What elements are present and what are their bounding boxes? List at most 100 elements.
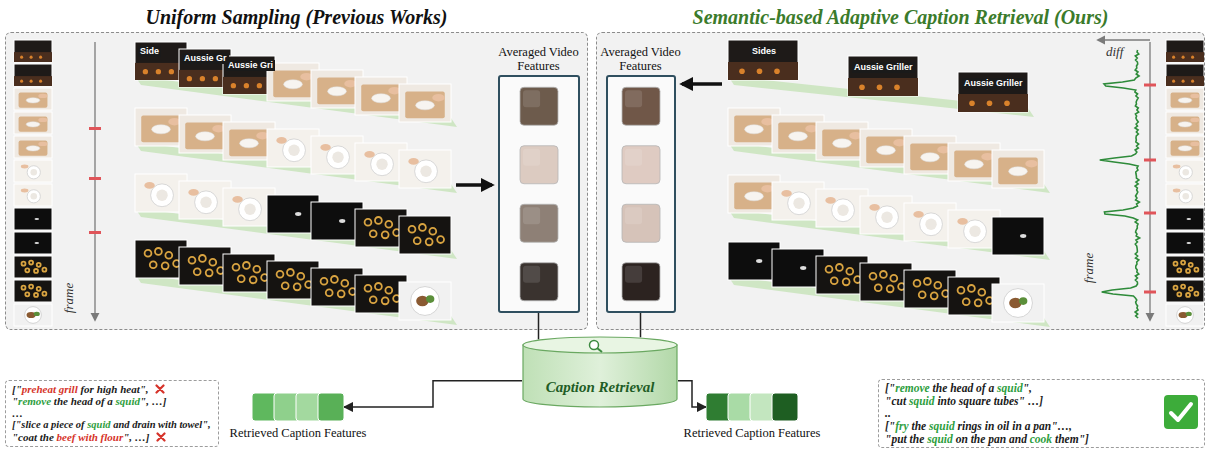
flow-arrow [682,82,722,86]
squid-ring [34,293,38,297]
frame-background [14,304,52,326]
plate [1177,307,1194,324]
hand [276,137,286,144]
squid-ring [206,269,213,276]
cutting-board [229,130,269,157]
video-frame [1166,160,1204,182]
video-frame [14,184,52,206]
squid [240,139,259,148]
bowl-content [1182,193,1189,200]
cylinder-shape [522,336,678,408]
caption-fragment: " [12,395,18,407]
squid-ring [365,219,372,226]
frame-background [14,88,52,110]
frame-background [14,40,52,62]
grill-glow [1004,100,1010,106]
database-label: Caption Retrieval [522,379,678,396]
squid [372,94,391,103]
squid-ring [1177,268,1181,272]
video-frame [1166,280,1204,302]
caption-fragment: "coat the [12,431,57,443]
cutting-board [1171,116,1200,131]
frame-strip [14,40,52,326]
squid-ring [914,280,921,287]
feature-box: Averaged Video Features [498,75,580,313]
cutting-board [19,92,48,107]
cutting-board [734,183,774,210]
caption-fragment: rings in oil in a pan"…, [955,420,1072,432]
grill-glow [969,100,975,106]
check-mark [1171,404,1191,420]
cutting-board [405,92,445,119]
feature-squares [608,77,674,311]
caption-fragment: squid [929,420,955,432]
caption-text: "coat the beef with flour", …] [12,431,150,443]
grill-glow [169,69,174,74]
squid-ring [1194,292,1198,296]
squid-ring [1181,261,1185,265]
frame-background [1166,208,1204,230]
frame-background [958,72,1028,112]
caption-text: ["preheat grill for high heat", [12,383,149,395]
caption-line: ["fry the squid rings in oil in a pan"…, [885,420,1152,433]
cutting-board [361,85,401,112]
caption-line: "coat the beef with flour", …] [12,431,211,443]
squid-ring [924,278,931,285]
caption-text: … [12,407,23,419]
sample-tick [1144,84,1156,87]
hand [38,142,47,146]
squid-ring [919,291,926,298]
cross-mark [157,433,164,440]
bowl [371,153,394,176]
squid-ring [978,289,985,296]
grill-glow [1191,80,1194,83]
feature-square [520,262,558,300]
caption-fragment: squid [116,395,140,407]
cutting-board [866,137,906,164]
hand [1190,118,1199,122]
frame-background [399,84,451,122]
squid-ring [931,292,938,299]
dark-detail [756,259,762,263]
video-frame [14,232,52,254]
caption-fragment: squid [927,433,953,445]
video-frame [399,84,451,122]
box-heading: Averaged Video Features [596,45,686,74]
bowl-content [793,198,804,209]
squid-ring [375,217,382,224]
grill-area [848,78,918,96]
caption-feature-card [772,393,798,421]
feature-square [622,145,660,183]
feature-square [520,204,558,242]
grill-area [958,94,1028,112]
diff-axis [1098,39,1150,40]
caption-fragment: [" [12,383,22,395]
greens [1019,297,1027,305]
caption-line: .. [885,407,1152,420]
squid-ring [145,250,152,257]
dark-detail [1020,234,1026,238]
grill-glow [213,76,218,81]
video-frame [14,208,52,230]
squid-ring [42,268,46,272]
feature-sheen [625,265,642,282]
feature-sheen [523,265,540,282]
squid [26,122,40,127]
grill-area [728,62,798,80]
squid-ring [1189,287,1193,291]
dashed-panel: Uniform Sampling (Previous Works)Average… [5,32,588,330]
bowl [1179,190,1192,203]
dark-detail [35,218,40,220]
squid-ring [37,263,41,267]
bowl [239,198,262,221]
squid-ring [975,299,982,306]
squid-ring [331,276,338,283]
caption-text: ["slice a piece of squid and drain with … [12,419,211,430]
video-frame [14,256,52,278]
squid-ring [826,266,833,273]
squid-ring [843,278,850,285]
bowl-content [420,166,431,177]
caption-fragment: [" [885,420,895,432]
bowl [415,160,438,183]
feature-square [520,145,558,183]
